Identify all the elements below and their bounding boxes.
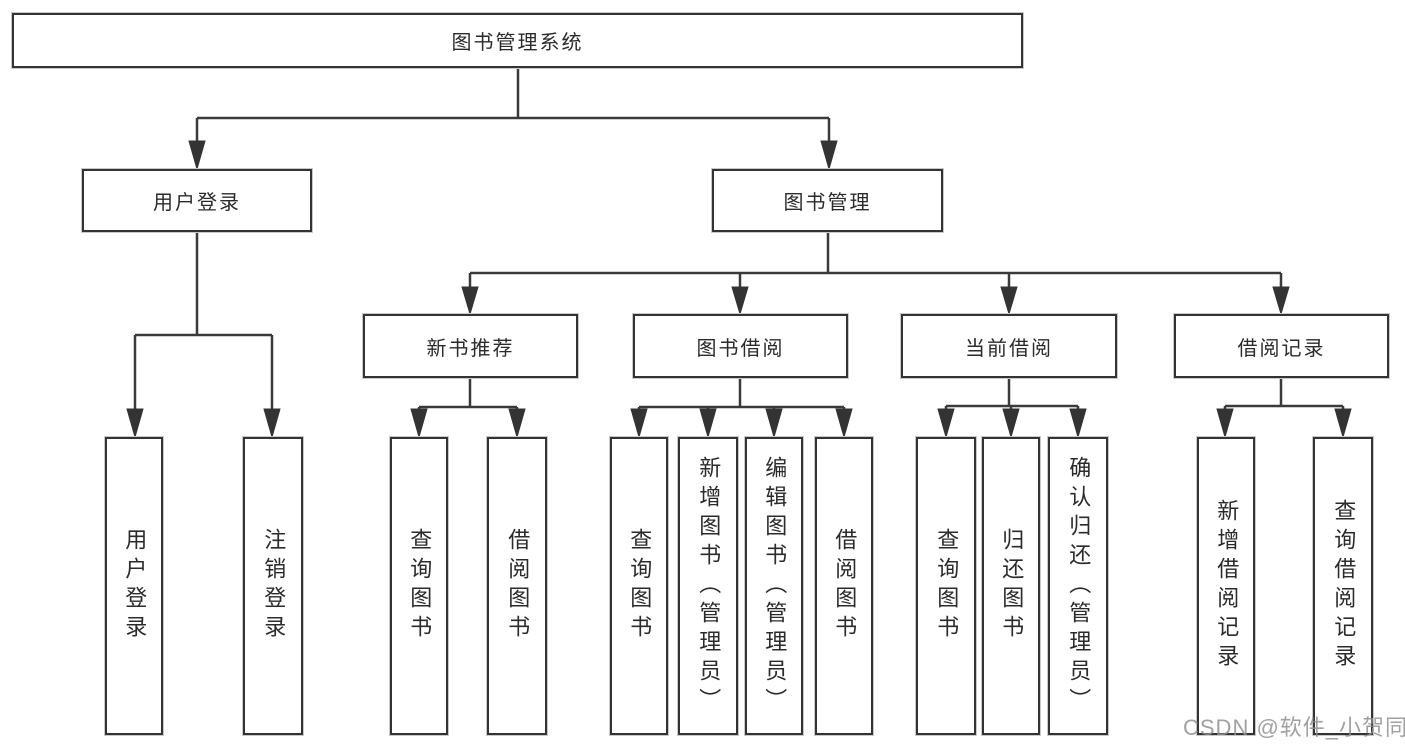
- node-book-borrow: 图书借阅: [633, 314, 848, 378]
- node-leaf-borrow-book-rec: 借阅图书: [487, 437, 547, 735]
- node-leaf-query-book-current-label: 查询图书: [934, 528, 960, 644]
- node-leaf-query-book-current: 查询图书: [916, 437, 976, 735]
- node-leaf-query-book-rec: 查询图书: [390, 437, 448, 735]
- node-borrow-record-label: 借阅记录: [1237, 337, 1326, 360]
- node-leaf-confirm-return-admin-label: 确认归还（管理员）: [1066, 455, 1092, 717]
- node-leaf-edit-book-admin-label: 编辑图书（管理员）: [762, 455, 788, 717]
- node-leaf-add-borrow-record-label: 新增借阅记录: [1214, 499, 1240, 673]
- node-leaf-query-book-rec-label: 查询图书: [407, 528, 433, 644]
- node-leaf-user-login-label: 用户登录: [122, 528, 148, 644]
- node-new-book-recommend: 新书推荐: [363, 314, 578, 378]
- node-leaf-logout-label: 注销登录: [261, 528, 287, 644]
- node-leaf-return-book-label: 归还图书: [999, 528, 1025, 644]
- connector-currentborrow-to-children: [937, 378, 1087, 439]
- node-leaf-edit-book-admin: 编辑图书（管理员）: [745, 437, 803, 735]
- node-book-mgmt-group-label: 图书管理: [783, 192, 872, 214]
- node-user-login-group: 用户登录: [82, 169, 312, 232]
- node-root-system: 图书管理系统: [12, 13, 1023, 68]
- node-leaf-query-borrow-record-label: 查询借阅记录: [1331, 499, 1357, 673]
- node-leaf-borrow-book: 借阅图书: [815, 437, 873, 735]
- node-current-borrow: 当前借阅: [901, 314, 1117, 378]
- connector-bookborrow-to-children: [630, 378, 853, 439]
- node-leaf-query-book-borrow: 查询图书: [610, 437, 668, 735]
- node-book-borrow-label: 图书借阅: [696, 337, 785, 360]
- node-leaf-borrow-book-label: 借阅图书: [832, 528, 858, 644]
- node-book-mgmt-group: 图书管理: [712, 169, 943, 232]
- node-new-book-recommend-label: 新书推荐: [426, 337, 515, 360]
- node-leaf-confirm-return-admin: 确认归还（管理员）: [1048, 437, 1108, 735]
- node-leaf-query-borrow-record: 查询借阅记录: [1313, 437, 1373, 735]
- connector-root-to-level2: [188, 68, 838, 171]
- node-leaf-add-book-admin-label: 新增图书（管理员）: [696, 455, 722, 717]
- node-root-label: 图书管理系统: [451, 32, 584, 54]
- csdn-watermark: CSDN @软件_小贺同学: [1183, 715, 1405, 740]
- node-user-login-group-label: 用户登录: [153, 192, 241, 214]
- node-leaf-add-borrow-record: 新增借阅记录: [1197, 437, 1255, 735]
- node-leaf-return-book: 归还图书: [982, 437, 1040, 735]
- connector-bookmgmt-to-children: [461, 232, 1290, 316]
- node-leaf-user-login: 用户登录: [105, 437, 163, 735]
- node-leaf-query-book-borrow-label: 查询图书: [627, 528, 653, 644]
- node-leaf-add-book-admin: 新增图书（管理员）: [678, 437, 738, 735]
- node-leaf-logout: 注销登录: [243, 437, 303, 735]
- node-current-borrow-label: 当前借阅: [965, 337, 1053, 360]
- connector-userlogin-to-children: [126, 232, 281, 439]
- node-leaf-borrow-book-rec-label: 借阅图书: [505, 528, 531, 644]
- connector-borrowrecord-to-children: [1216, 378, 1352, 439]
- connector-newbookrec-to-children: [410, 378, 526, 439]
- node-borrow-record: 借阅记录: [1174, 314, 1389, 378]
